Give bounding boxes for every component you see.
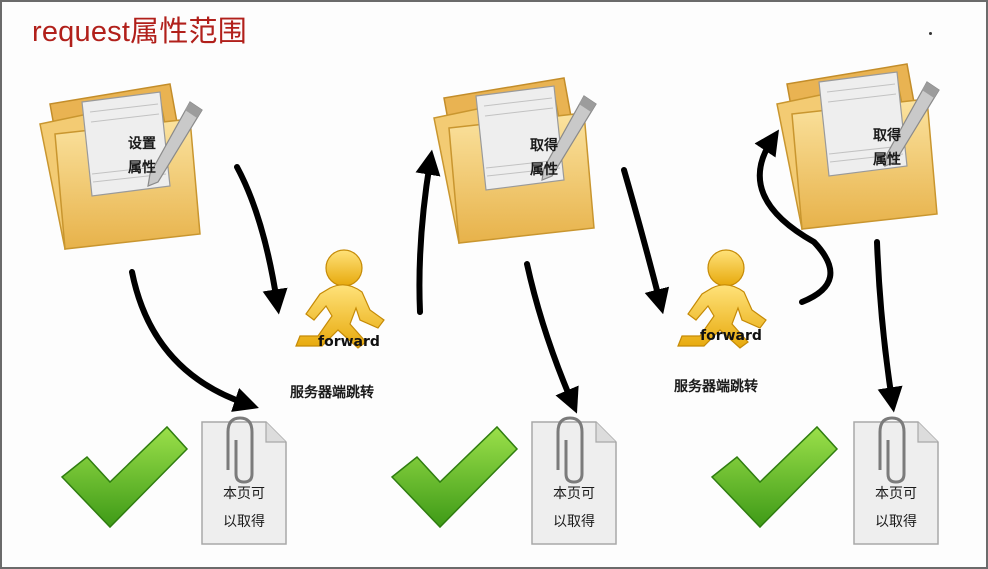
checkmark-icon-2 [391, 426, 518, 528]
page-available-3-line2: 以取得 [875, 514, 917, 530]
page-available-2-line1: 本页可 [553, 486, 595, 502]
page-available-label-2: 本页可 以取得 [534, 480, 614, 536]
arrow-doc2-to-forward [621, 167, 670, 315]
diagram-title: request属性范围 [32, 16, 247, 48]
arrow-forward-to-doc3 [754, 129, 834, 305]
arrow-doc3-to-page [874, 239, 903, 413]
page-available-label-3: 本页可 以取得 [856, 480, 936, 536]
checkmark-icon-1 [61, 426, 188, 528]
arrow-doc1-to-forward [234, 164, 288, 315]
server-redirect-caption-2: 服务器端跳转 [674, 379, 758, 395]
page-available-3-line1: 本页可 [875, 486, 917, 502]
page-available-1-line1: 本页可 [223, 486, 265, 502]
doc-label-3-line1: 取得 [873, 128, 901, 144]
stray-dot [929, 32, 932, 35]
doc-label-3: 取得 属性 [857, 124, 917, 172]
doc-label-2-line1: 取得 [530, 138, 558, 154]
doc-label-1-line1: 设置 [128, 136, 156, 152]
server-redirect-caption-1: 服务器端跳转 [290, 385, 374, 401]
doc-label-1: 设置 属性 [112, 132, 172, 180]
doc-label-2: 取得 属性 [514, 134, 574, 182]
doc-label-2-line2: 属性 [530, 162, 558, 178]
page-available-1-line2: 以取得 [223, 514, 265, 530]
forward-label-1: forward [318, 334, 380, 350]
page-available-label-1: 本页可 以取得 [204, 480, 284, 536]
arrow-forward-to-doc2 [415, 149, 441, 315]
page-available-2-line2: 以取得 [553, 514, 595, 530]
checkmark-icon-3 [711, 426, 838, 528]
forward-label-2: forward [700, 328, 762, 344]
doc-label-3-line2: 属性 [873, 152, 901, 168]
arrow-doc2-to-page [524, 261, 579, 414]
arrow-doc1-to-page [129, 269, 259, 412]
doc-label-1-line2: 属性 [128, 160, 156, 176]
